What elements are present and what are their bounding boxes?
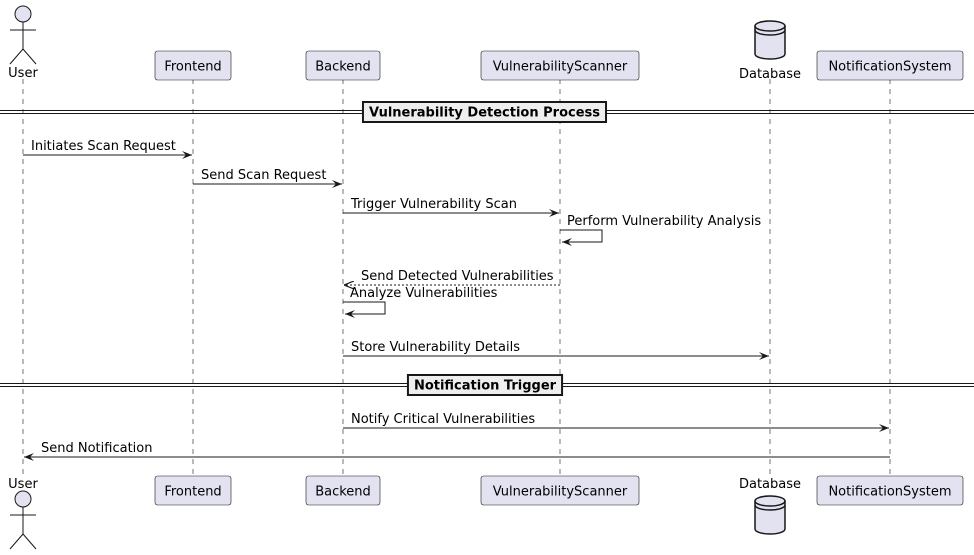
message-label: Notify Critical Vulnerabilities [351,412,535,427]
participant-label: Frontend [164,60,221,75]
participant-frontend-bottom: Frontend [154,475,232,506]
message-label: Store Vulnerability Details [351,340,520,355]
participant-backend-top: Backend [305,50,381,81]
message-label: Send Notification [41,441,152,456]
participant-box [305,475,381,506]
participant-label: Backend [315,60,371,75]
participant-box [816,50,964,81]
divider-2: Notification Trigger [0,374,974,396]
message-label: Perform Vulnerability Analysis [567,214,761,229]
message-6: Analyze Vulnerabilities [343,286,498,318]
message-1: Initiates Scan Request [23,139,192,159]
divider-1: Vulnerability Detection Process [0,101,974,123]
participant-scanner-top: VulnerabilityScanner [480,50,640,81]
participant-scanner-bottom: VulnerabilityScanner [480,475,640,506]
message-label: Analyze Vulnerabilities [350,286,498,301]
message-8: Notify Critical Vulnerabilities [343,412,889,432]
divider-label: Notification Trigger [414,379,557,394]
participant-notify-bottom: NotificationSystem [816,475,964,506]
participant-box [305,50,381,81]
message-2: Send Scan Request [193,168,342,188]
message-label: Initiates Scan Request [31,139,176,154]
participant-frontend-top: Frontend [154,50,232,81]
self-message-arrow [560,229,603,246]
participant-box [480,50,640,81]
message-4: Perform Vulnerability Analysis [560,214,761,246]
participant-database-bottom: Database [739,477,801,535]
message-label: Send Detected Vulnerabilities [361,269,554,284]
participant-box [480,475,640,506]
participant-label: Database [739,477,801,492]
message-3: Trigger Vulnerability Scan [343,197,559,217]
participant-label: NotificationSystem [828,60,951,75]
participant-label: Database [739,67,801,82]
participant-box [154,475,232,506]
message-9: Send Notification [24,441,890,461]
database-icon [754,20,786,60]
actor-icon [9,5,37,65]
participant-label: VulnerabilityScanner [493,485,628,500]
participant-database-top: Database [739,20,801,82]
participant-backend-bottom: Backend [305,475,381,506]
participant-user-bottom: User [8,477,38,550]
participant-box [816,475,964,506]
participant-user-top: User [8,5,38,81]
participant-label: User [8,66,38,81]
participant-box [154,50,232,81]
database-icon [754,495,786,535]
participant-label: User [8,477,38,492]
participant-notify-top: NotificationSystem [816,50,964,81]
message-7: Store Vulnerability Details [343,340,769,360]
actor-icon [9,490,37,550]
participant-label: Frontend [164,485,221,500]
self-message-arrow [343,301,386,318]
participant-label: NotificationSystem [828,485,951,500]
message-5: Send Detected Vulnerabilities [344,269,560,285]
participant-label: VulnerabilityScanner [493,60,628,75]
message-label: Send Scan Request [201,168,326,183]
divider-label: Vulnerability Detection Process [369,106,600,121]
participant-label: Backend [315,485,371,500]
message-label: Trigger Vulnerability Scan [350,197,517,212]
